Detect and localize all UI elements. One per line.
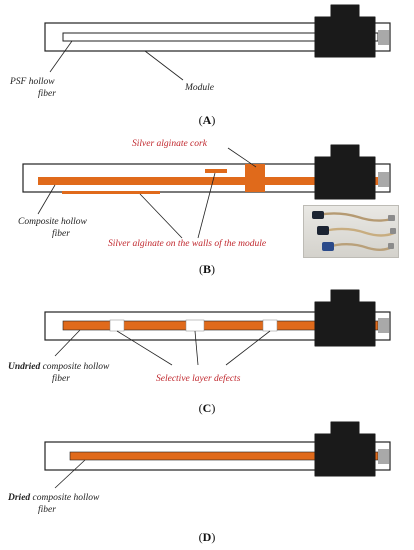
label-module: Module <box>184 83 214 93</box>
pointer-line <box>144 50 184 81</box>
photo-illustration <box>312 211 396 251</box>
t-connector <box>314 4 376 58</box>
silver-alginate-cork <box>245 164 265 192</box>
pointer-line <box>54 459 86 489</box>
panel-label-b: (B) <box>199 262 215 276</box>
pointer-line <box>54 329 81 357</box>
panel-a: PSF hollow fiber Module (A) <box>9 4 391 127</box>
end-cap <box>378 30 389 45</box>
panel-label-d: (D) <box>199 530 216 544</box>
end-cap <box>378 172 389 187</box>
pointer-line <box>194 330 199 366</box>
pointer-line <box>227 147 257 168</box>
t-connector <box>314 144 376 200</box>
label-selective-layer-defects: Selective layer defects <box>156 373 241 384</box>
module-photograph <box>303 205 399 258</box>
panel-d: Dried composite hollow fiber (D) <box>7 421 391 544</box>
pointer-line <box>116 330 173 366</box>
pointer-line <box>37 184 56 215</box>
alginate-on-wall <box>62 191 160 194</box>
label-dried-fiber-line2: fiber <box>38 504 56 515</box>
label-undried-fiber-line2: fiber <box>52 373 70 384</box>
pointer-line <box>139 193 183 239</box>
end-cap <box>378 318 389 333</box>
t-connector <box>314 289 376 347</box>
pointer-line <box>225 330 271 366</box>
selective-layer-defect <box>109 319 125 332</box>
label-undried-composite-hollow-fiber: Undried composite hollow <box>8 362 110 372</box>
label-silver-alginate-cork: Silver alginate cork <box>132 139 208 149</box>
selective-layer-defect <box>262 319 278 332</box>
panel-b: Silver alginate cork Composite hollow fi… <box>18 139 391 276</box>
selective-layer-defect <box>185 319 205 332</box>
label-alginate-on-walls: Silver alginate on the walls of the modu… <box>108 238 266 249</box>
pointer-line <box>49 40 73 73</box>
end-cap <box>378 449 389 464</box>
t-connector <box>314 421 376 477</box>
label-dried-composite-hollow-fiber: Dried composite hollow <box>7 493 100 503</box>
panel-c: Undried composite hollow fiber Selective… <box>8 289 391 415</box>
composite-hollow-fiber <box>38 177 380 185</box>
label-composite-hollow-fiber-line2: fiber <box>52 228 70 239</box>
alginate-on-wall <box>205 169 227 173</box>
panel-label-c: (C) <box>199 401 216 415</box>
label-psf-hollow-fiber-line2: fiber <box>38 88 56 99</box>
label-psf-hollow-fiber: PSF hollow <box>9 77 55 87</box>
panel-label-a: (A) <box>199 113 216 127</box>
pointer-line <box>197 172 216 239</box>
label-composite-hollow-fiber: Composite hollow <box>18 217 88 227</box>
